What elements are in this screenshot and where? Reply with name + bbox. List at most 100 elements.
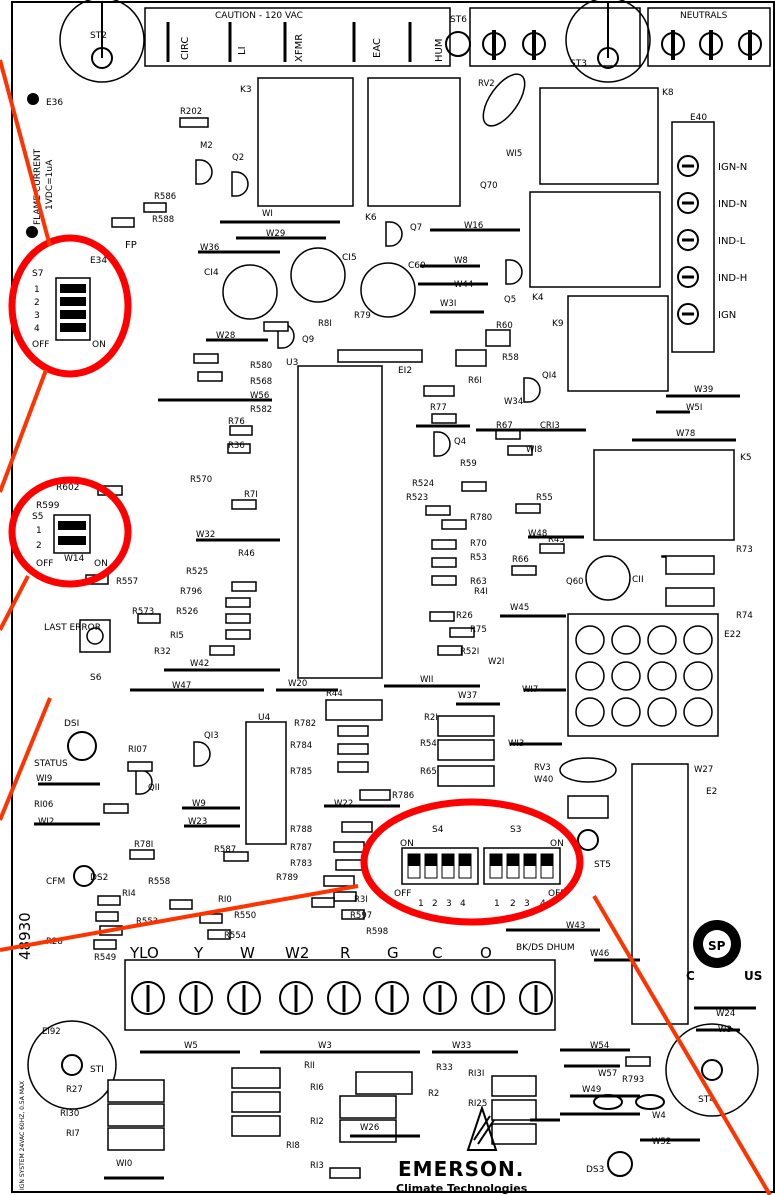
component-label-1: 2 bbox=[432, 899, 438, 909]
component-label-w10: WI0 bbox=[116, 1159, 132, 1169]
component-label-st5: ST5 bbox=[594, 860, 611, 870]
component-label-r74: R74 bbox=[736, 611, 753, 621]
component-label-w24: W24 bbox=[716, 1009, 735, 1019]
component-label-r558: R558 bbox=[148, 877, 170, 887]
component-label-w21: W2I bbox=[488, 657, 504, 667]
component-label-w44: W44 bbox=[454, 280, 473, 290]
component-label-r580: R580 bbox=[250, 361, 272, 371]
component-label-r549: R549 bbox=[94, 953, 116, 963]
pin-ind-h: IND-H bbox=[718, 273, 747, 284]
component-label-0: 1 bbox=[36, 526, 42, 536]
connector-e12: EI2 bbox=[337, 349, 423, 376]
pin-ign-n: IGN-N bbox=[718, 162, 747, 173]
component-label-k4: K4 bbox=[532, 293, 544, 303]
ic-u3: U3 bbox=[286, 358, 383, 679]
component-label-r106: RI06 bbox=[34, 800, 53, 810]
callouts bbox=[8, 234, 584, 926]
dip-switch-s4: S4 ON OFF 1 2 3 4 bbox=[394, 825, 479, 909]
component-label-w32: W32 bbox=[196, 530, 215, 540]
component-label-w22: W22 bbox=[334, 799, 353, 809]
component-label-w16: W16 bbox=[464, 221, 483, 231]
component-label-w31: W3I bbox=[440, 299, 456, 309]
component-label-r107: RI07 bbox=[128, 745, 147, 755]
component-label-r586: R586 bbox=[154, 192, 176, 202]
relay-k6: K6 bbox=[365, 77, 461, 223]
component-label-r79: R79 bbox=[354, 311, 371, 321]
component-label-w12: WI2 bbox=[38, 817, 54, 827]
relay-k8: K8 bbox=[539, 87, 674, 185]
stake-st4: ST4 bbox=[665, 1023, 759, 1117]
connector-e22 bbox=[567, 613, 719, 737]
relay-k3: K3 bbox=[240, 77, 354, 207]
component-label-r570: R570 bbox=[190, 475, 212, 485]
component-label-u3: U3 bbox=[286, 358, 298, 368]
ignition-terminal-e40: E40 IGN-N IND-N IND-L IND-H IGN bbox=[671, 113, 747, 353]
relay-k9: K9 bbox=[552, 295, 669, 392]
component-label-w9: W9 bbox=[192, 799, 206, 809]
component-label-name: S7 bbox=[32, 269, 43, 279]
ic-u4: U4 bbox=[245, 713, 287, 845]
component-label-r77: R77 bbox=[430, 403, 447, 413]
jumper-wires bbox=[34, 220, 756, 1180]
component-label-r573: R573 bbox=[132, 607, 154, 617]
emerson-name: EMERSON. bbox=[398, 1157, 524, 1181]
component-label-w1: WI bbox=[262, 209, 273, 219]
component-label-w56: W56 bbox=[250, 391, 269, 401]
component-label-r788: R788 bbox=[290, 825, 312, 835]
component-label-w11: WII bbox=[420, 675, 433, 685]
component-label-r568: R568 bbox=[250, 377, 272, 387]
component-label-k6: K6 bbox=[365, 213, 377, 223]
component-label-off: OFF bbox=[394, 889, 411, 899]
varistor-rv2 bbox=[482, 73, 526, 127]
component-label-w45: W45 bbox=[510, 603, 529, 613]
pin-ind-l: IND-L bbox=[718, 236, 746, 247]
component-label-q7: Q7 bbox=[410, 223, 422, 233]
capacitors bbox=[222, 247, 631, 601]
header-terminal-strip: CAUTION - 120 VAC CIRC LI XFMR EAC HUM N… bbox=[144, 7, 771, 67]
component-label-r598: R598 bbox=[366, 927, 388, 937]
component-label-r789: R789 bbox=[276, 873, 298, 883]
component-label-w34: W34 bbox=[504, 397, 523, 407]
component-label-w42: W42 bbox=[190, 659, 209, 669]
component-label-r2: R2 bbox=[428, 1089, 439, 1099]
component-labels: R202 M2 Q2 R586 R588 WI W29 W36 Q7 W16 W… bbox=[34, 79, 753, 1171]
pointer-s5-low bbox=[0, 697, 52, 821]
component-label-q14: QI4 bbox=[542, 371, 557, 381]
component-label-e40: E40 bbox=[690, 113, 707, 123]
component-label-r784: R784 bbox=[290, 741, 312, 751]
component-label-r793: R793 bbox=[622, 1075, 644, 1085]
terminal-w: W bbox=[240, 944, 255, 962]
component-label-w40: W40 bbox=[534, 775, 553, 785]
component-label-r11: RII bbox=[304, 1061, 315, 1071]
connector-e2 bbox=[631, 763, 689, 1025]
terminal-ylo: YLO bbox=[129, 944, 159, 962]
component-label-r18: RI8 bbox=[286, 1141, 300, 1151]
component-label-r76: R76 bbox=[228, 417, 245, 427]
callout-s7 bbox=[8, 234, 132, 378]
pointer-s7-top bbox=[0, 59, 52, 247]
stake-st6: ST6 bbox=[445, 15, 471, 57]
component-label-st1: STI bbox=[90, 1065, 104, 1075]
component-label-r36: R36 bbox=[228, 441, 245, 451]
e22-label: E22 bbox=[724, 630, 741, 640]
component-label-w37: W37 bbox=[458, 691, 477, 701]
component-label-r526: R526 bbox=[176, 607, 198, 617]
component-label-ds2: DS2 bbox=[90, 873, 108, 883]
relay-k4: K4 bbox=[529, 191, 661, 303]
varistor-rv3 bbox=[559, 757, 617, 819]
component-label-r582: R582 bbox=[250, 405, 272, 415]
stake-st2: ST2 bbox=[59, 0, 145, 83]
cap-c60: C60 bbox=[408, 261, 426, 271]
component-label-2: 3 bbox=[34, 311, 40, 321]
e36-dot bbox=[27, 93, 39, 105]
component-label-r26: R26 bbox=[456, 611, 473, 621]
component-label-st6: ST6 bbox=[450, 15, 467, 25]
eac-label: EAC bbox=[372, 38, 383, 58]
component-label-r81: R8I bbox=[318, 319, 332, 329]
component-label-off: OFF bbox=[32, 340, 49, 350]
component-label-r587: R587 bbox=[214, 845, 236, 855]
component-label-1: 2 bbox=[36, 541, 42, 551]
thermostat-terminal-strip: YLO Y W W2 R G C O BK/DS DHUM bbox=[124, 943, 575, 1031]
component-label-w3: W3 bbox=[718, 1025, 732, 1035]
component-label-q5: Q5 bbox=[504, 295, 516, 305]
